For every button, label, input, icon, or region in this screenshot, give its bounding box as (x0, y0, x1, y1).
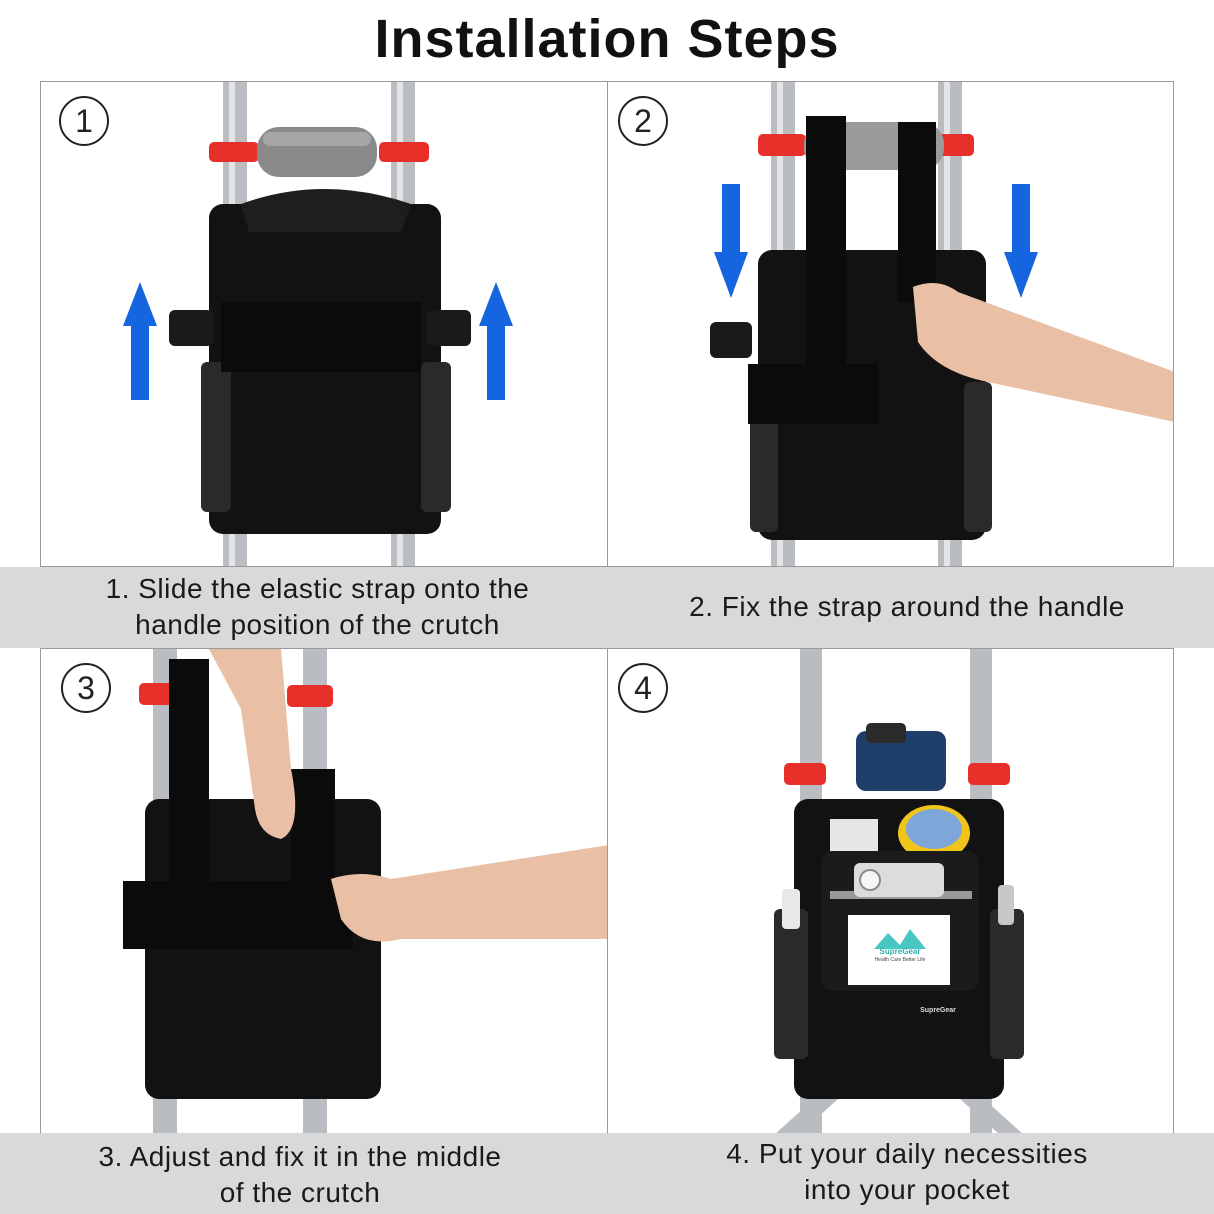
step-3-caption-line2: of the crutch (219, 1177, 381, 1208)
step-4-illustration (774, 649, 1024, 1133)
arrow-down-right (1004, 184, 1038, 298)
step-4-caption-line2: into your pocket (804, 1174, 1010, 1205)
caption-band-bottom (0, 1133, 1214, 1214)
elastic-strap (221, 302, 421, 372)
lower-hand (331, 845, 607, 942)
step-2-number: 2 (618, 96, 668, 146)
step-1-caption-line2: handle position of the crutch (135, 609, 500, 640)
step-2-illustration (710, 82, 1173, 566)
upper-hand (209, 649, 296, 839)
arrow-down-left (714, 184, 748, 298)
buckle-right (427, 310, 471, 346)
step-4-caption: 4. Put your daily necessities into your … (607, 1136, 1207, 1208)
red-clamp-right (287, 685, 333, 707)
step-2-caption-line1: 2. Fix the strap around the handle (689, 591, 1125, 622)
bag-brand-text: SupreGear (920, 1007, 956, 1014)
step-2-caption: 2. Fix the strap around the handle (607, 589, 1207, 625)
card (830, 819, 878, 853)
step-3-caption: 3. Adjust and fix it in the middle of th… (30, 1139, 570, 1211)
step-3-panel: 3 (40, 648, 608, 1134)
buckle-left (710, 322, 752, 358)
step-3-illustration (123, 649, 607, 1133)
step-4-caption-line1: 4. Put your daily necessities (726, 1138, 1088, 1169)
red-clamp-left (758, 134, 806, 156)
strap-loop (169, 659, 209, 899)
red-clamp-right (379, 142, 429, 162)
red-clamp-left (209, 142, 259, 162)
step-4-panel: 4 SupreGear Health Care Better Life (607, 648, 1174, 1134)
strap-loop (806, 116, 846, 396)
arrow-up-left (123, 282, 157, 400)
step-1-panel: 1 (40, 81, 608, 567)
logo-text: SupreGear (879, 947, 921, 956)
page-title: Installation Steps (374, 9, 840, 69)
step-1-illustration (123, 82, 513, 566)
id-window (848, 915, 950, 985)
logo-tagline: Health Care Better Life (874, 957, 926, 963)
mesh-pocket-left (201, 362, 231, 512)
step-3-caption-line1: 3. Adjust and fix it in the middle (98, 1141, 502, 1172)
water-bottle (856, 731, 946, 791)
step-1-caption-line1: 1. Slide the elastic strap onto the (105, 573, 530, 604)
red-clamp-left (784, 763, 826, 785)
arrow-up-right (479, 282, 513, 400)
logo-mountains (874, 929, 926, 949)
caption-band-top (0, 567, 1214, 648)
red-clamp-right (968, 763, 1010, 785)
hand (913, 283, 1173, 422)
mesh-pocket-right (421, 362, 451, 512)
step-4-number: 4 (618, 663, 668, 713)
step-1-number: 1 (59, 96, 109, 146)
buckle-left (169, 310, 213, 346)
step-2-panel: 2 (607, 81, 1174, 567)
step-1-caption: 1. Slide the elastic strap onto the hand… (40, 571, 595, 643)
step-3-number: 3 (61, 663, 111, 713)
mesh-pocket-left (774, 909, 808, 1059)
mesh-pocket-right (990, 909, 1024, 1059)
